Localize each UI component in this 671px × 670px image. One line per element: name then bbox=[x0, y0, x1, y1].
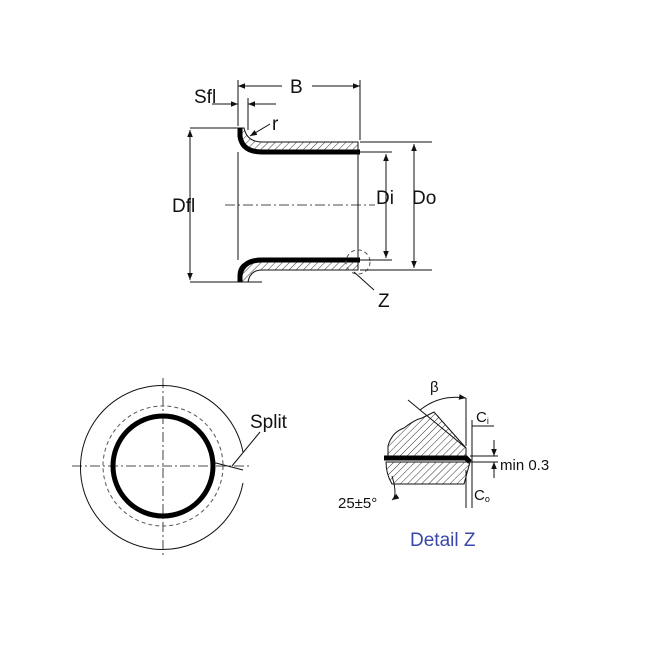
detail-sliding-layer bbox=[384, 455, 472, 464]
label-b: B bbox=[290, 77, 303, 98]
label-min-dim: min 0.3 bbox=[500, 457, 549, 474]
bottom-sliding-layer bbox=[237, 257, 360, 282]
bottom-wall-section bbox=[237, 259, 359, 283]
split-line bbox=[211, 461, 244, 471]
label-ci: Ci bbox=[476, 409, 489, 426]
detail-title: Detail Z bbox=[410, 530, 476, 551]
front-view: Split bbox=[72, 378, 288, 556]
label-dfl: Dfl bbox=[172, 196, 195, 217]
label-do: Do bbox=[412, 188, 436, 209]
detail-wall-lower bbox=[385, 461, 471, 485]
detail-z-leader bbox=[353, 271, 375, 291]
top-sliding-layer bbox=[237, 128, 360, 155]
split-leader bbox=[231, 431, 261, 467]
beta-angle-arc bbox=[419, 394, 467, 411]
label-z: Z bbox=[378, 291, 390, 312]
detail-z-circle bbox=[345, 249, 371, 275]
detail-wall-upper bbox=[387, 411, 467, 457]
label-co: Co bbox=[474, 487, 490, 504]
flange-outer-contour bbox=[80, 385, 244, 550]
detail-bevel-line bbox=[407, 399, 467, 449]
label-di: Di bbox=[376, 188, 394, 209]
label-beta: β bbox=[430, 379, 439, 396]
top-wall-section bbox=[237, 127, 359, 153]
label-r: r bbox=[272, 114, 279, 135]
chamfer-angle-arc bbox=[391, 475, 400, 501]
radius-leader bbox=[249, 123, 271, 137]
inner-bore bbox=[110, 413, 216, 519]
detail-z-view: β Ci min 0.3 Co 25±5° Detail Z bbox=[338, 379, 549, 551]
label-sfl: Sfl bbox=[194, 87, 216, 108]
outer-diameter-hidden bbox=[102, 405, 224, 527]
label-chamfer-angle: 25±5° bbox=[338, 495, 377, 512]
side-section-view: Sfl B r Dfl Di Do Z bbox=[172, 77, 436, 312]
label-split: Split bbox=[250, 412, 288, 433]
